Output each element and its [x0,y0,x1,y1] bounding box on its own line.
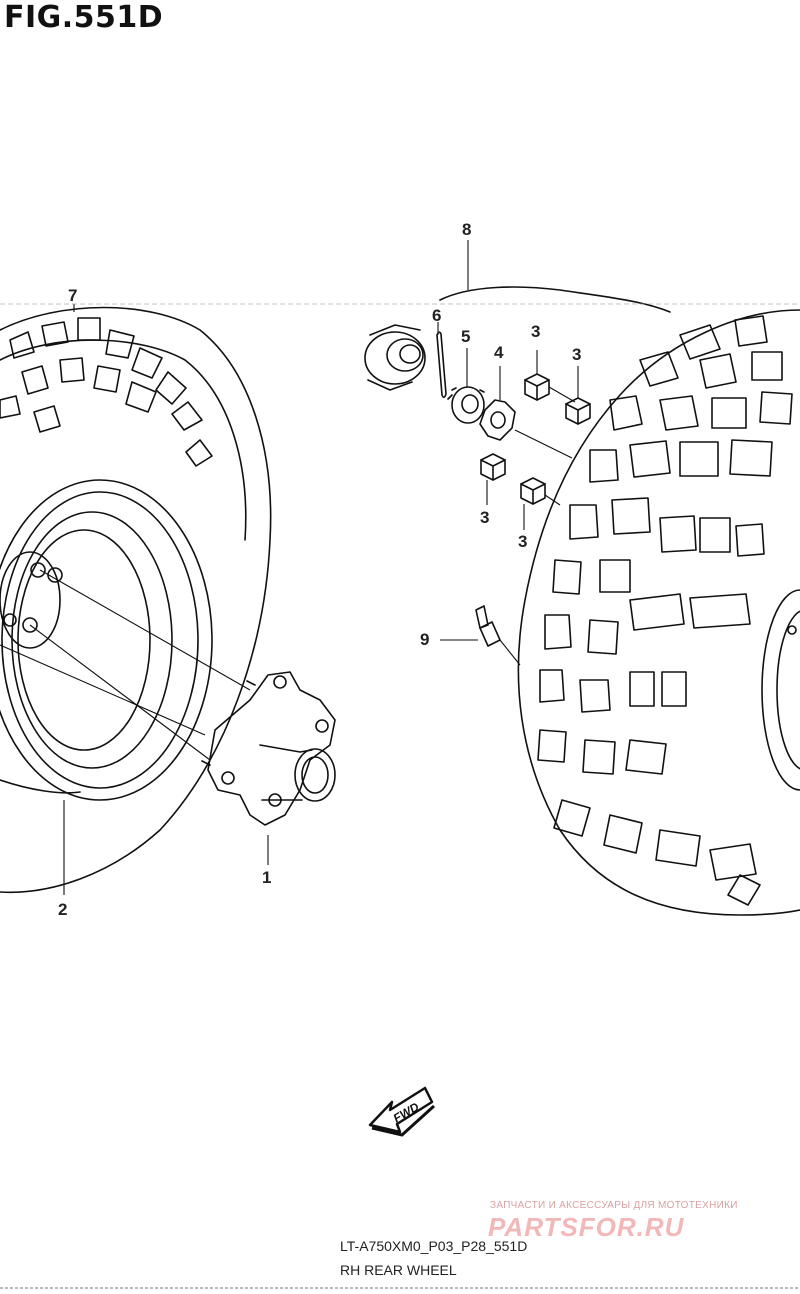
callout-4: 4 [494,343,504,362]
callout-5: 5 [461,327,471,346]
callout-9: 9 [420,630,430,649]
valve-stem [475,605,501,647]
right-wheel [439,286,800,916]
castle-nut [447,386,485,424]
wheel-hub [201,671,336,826]
wheel-nut-top-right [565,397,591,425]
callout-3-bottom-right: 3 [518,532,528,551]
wheel-nut-bottom-right [520,477,546,505]
watermark-subtitle: ЗАПЧАСТИ И АКСЕССУАРЫ ДЛЯ МОТОТЕХНИКИ [490,1200,738,1211]
callout-3-top-right: 3 [572,345,582,364]
figure-code: LT-A750XM0_P03_P28_551D [340,1238,528,1254]
watermark-brand: PARTSFOR.RU [488,1212,685,1242]
callout-6: 6 [432,306,442,325]
callout-7: 7 [68,286,78,305]
lock-washer [479,399,516,441]
cotter-pin [436,331,447,399]
callout-1: 1 [262,868,272,887]
callout-3-bottom-left: 3 [480,508,490,527]
wheel-nut-top-left [524,373,550,401]
figure-title: FIG.551D [4,0,164,35]
callout-3-top-left: 3 [531,322,541,341]
left-wheel [0,306,272,894]
fwd-arrow-icon: FWD [368,1086,436,1137]
callout-2: 2 [58,900,68,919]
axle-spacer [364,324,426,391]
wheel-nut-bottom-left [480,453,506,481]
figure-caption: RH REAR WHEEL [340,1262,457,1278]
callout-8: 8 [462,220,472,239]
